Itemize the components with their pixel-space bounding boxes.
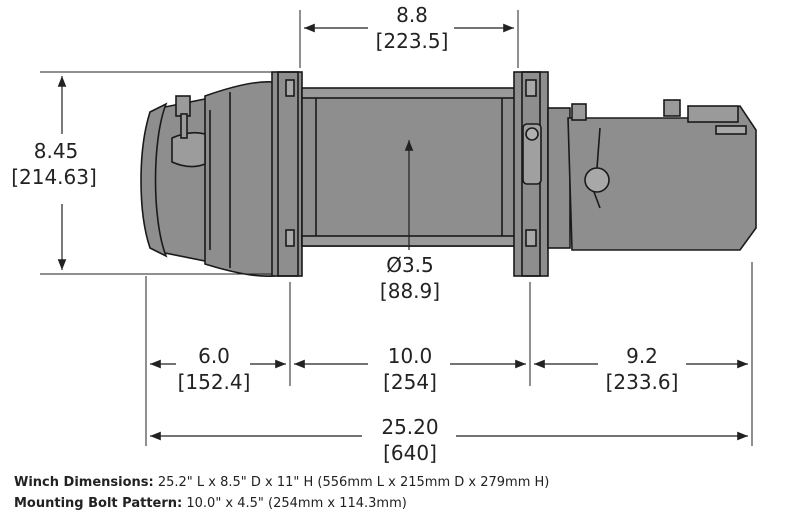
- extension-lines: [40, 10, 753, 446]
- right-end-plate: [513, 71, 571, 277]
- winch-drawing: 8.8 [223.5] 8.45 [214.63] Ø3.5 [88.9] 6.…: [11, 3, 757, 465]
- motor-length-mm: [152.4]: [178, 370, 251, 394]
- dimension-labels: 8.8 [223.5] 8.45 [214.63] Ø3.5 [88.9] 6.…: [11, 3, 678, 465]
- motor-housing: [140, 80, 275, 278]
- winch-dimensions-row: Winch Dimensions: 25.2" L x 8.5" D x 11"…: [14, 472, 549, 493]
- drum-diameter-inches: Ø3.5: [386, 253, 434, 277]
- control-length-inches: 9.2: [626, 344, 658, 368]
- control-box: [567, 99, 757, 251]
- height-inches: 8.45: [34, 139, 79, 163]
- specs-block: Winch Dimensions: 25.2" L x 8.5" D x 11"…: [14, 472, 549, 514]
- winch-dimensions-label: Winch Dimensions:: [14, 475, 154, 490]
- motor-length-inches: 6.0: [198, 344, 230, 368]
- winch-body: [140, 71, 757, 278]
- drum-length-mm: [223.5]: [376, 29, 449, 53]
- bolt-pattern-row: Mounting Bolt Pattern: 10.0" x 4.5" (254…: [14, 493, 549, 514]
- overall-length-mm: [640]: [383, 441, 437, 465]
- drum-length-inches: 8.8: [396, 3, 428, 27]
- height-mm: [214.63]: [11, 165, 97, 189]
- left-end-plate: [271, 71, 303, 277]
- drum-diameter-mm: [88.9]: [380, 279, 440, 303]
- overall-length-inches: 25.20: [381, 415, 438, 439]
- control-length-mm: [233.6]: [606, 370, 679, 394]
- dimension-lines: [57, 23, 748, 441]
- bolt-pattern-label: Mounting Bolt Pattern:: [14, 496, 183, 511]
- bolt-pattern-value: 10.0" x 4.5" (254mm x 114.3mm): [186, 496, 407, 511]
- winch-dimensions-value: 25.2" L x 8.5" D x 11" H (556mm L x 215m…: [157, 475, 550, 490]
- mount-length-mm: [254]: [383, 370, 437, 394]
- mount-length-inches: 10.0: [388, 344, 433, 368]
